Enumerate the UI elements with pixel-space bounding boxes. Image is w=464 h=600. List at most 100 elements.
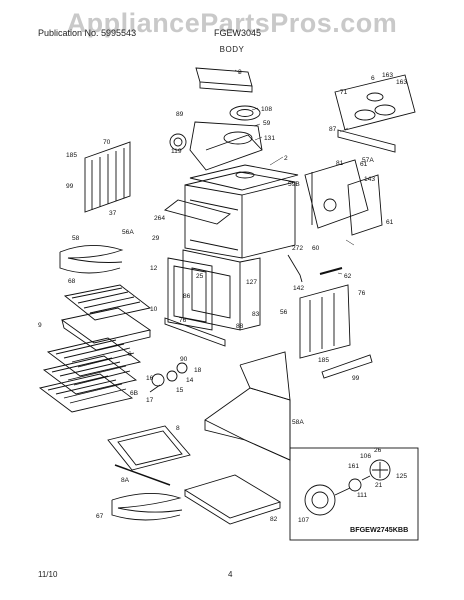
label-161: 161 [348,463,359,470]
part-labels: 3 163 6 163 71 89 108 59 131 119 70 185 … [38,69,408,534]
broil-element-58 [59,245,124,263]
part-16 [151,373,165,387]
bottom-panel-82 [183,474,282,519]
label-58: 58 [72,235,80,242]
top-panel-2 [189,164,299,191]
panel-61 [347,174,383,236]
label-131: 131 [264,135,275,142]
label-70: 70 [103,139,111,146]
sensor-62 [319,267,343,275]
label-163: 163 [382,72,393,79]
label-21: 21 [375,482,383,489]
label-142: 142 [293,285,304,292]
label-8A: 8A [121,477,130,484]
section-title: BODY [219,45,245,54]
label-26: 26 [374,447,382,454]
label-61: 61 [386,219,394,226]
label-17: 17 [146,397,154,404]
broil-pan-9 [60,307,152,344]
label-163b: 163 [396,79,407,86]
label-59B: 59B [288,181,300,188]
glass-panel-8 [107,425,191,471]
label-106: 106 [360,453,371,460]
rear-panel-60 [304,159,369,229]
rail-264 [164,199,231,225]
label-127: 127 [246,279,257,286]
duct-assembly [189,121,263,171]
label-14: 14 [186,377,194,384]
label-99: 99 [66,183,74,190]
label-90: 90 [180,356,188,363]
label-37: 37 [109,210,117,217]
bracket-87 [337,129,396,153]
bake-element-67 [111,493,183,513]
part-111 [348,478,362,492]
back-panel-71 [334,74,416,131]
label-119: 119 [171,148,182,155]
oven-rack-6c [38,373,134,413]
label-6B: 6B [130,390,139,397]
side-panel-70 [84,141,131,213]
label-61a: 61 [360,161,368,168]
diagram-code: BFGEW2745KBB [350,525,408,534]
vent-part-3 [195,67,253,87]
label-83: 83 [252,311,260,318]
label-108: 108 [261,106,272,113]
label-87: 87 [329,126,337,133]
rail-90 [164,317,226,347]
label-10: 10 [150,306,158,313]
label-88: 88 [236,323,244,330]
insulation-58A [204,387,291,461]
door-frame-25 [167,257,213,331]
panel-76 [299,284,351,359]
label-76b: 76 [179,317,187,324]
broil-pan-10 [63,284,152,321]
label-185: 185 [318,357,329,364]
label-12: 12 [150,265,158,272]
label-76: 76 [358,290,366,297]
label-99: 99 [352,375,360,382]
label-264: 264 [154,215,165,222]
label-185: 185 [66,152,77,159]
oven-body-side [241,181,296,259]
label-111: 111 [357,492,367,499]
label-60: 60 [312,245,320,252]
rail-99 [321,354,373,379]
blower-108 [229,105,261,121]
label-2: 2 [284,155,288,162]
vent-part-3-edge [199,82,253,93]
label-58A: 58A [292,419,304,426]
motor-21 [369,459,391,481]
label-62: 62 [344,273,352,280]
label-82: 82 [270,516,278,523]
label-59: 59 [263,120,271,127]
footer-date: 11/10 [38,570,58,579]
wire-142 [287,254,303,283]
label-81: 81 [336,160,344,167]
label-67: 67 [96,513,104,520]
label-56A: 56A [122,229,134,236]
publication-number: Publication No. 5995543 [38,28,137,38]
label-16: 16 [146,375,154,382]
label-57A: 57A [362,157,374,164]
oven-body-front [184,184,243,259]
label-15: 15 [176,387,184,394]
label-56: 56 [280,309,288,316]
label-86: 86 [183,293,191,300]
fan-inset-box [289,447,419,541]
label-272: 272 [292,245,303,252]
part-119 [169,133,187,151]
label-6-rack: 6 [128,351,132,358]
label-9: 9 [38,322,42,329]
label-68: 68 [68,278,76,285]
label-25: 25 [196,273,204,280]
label-125: 125 [396,473,407,480]
label-143: 143 [364,176,375,183]
label-71: 71 [340,89,348,96]
label-8: 8 [176,425,180,432]
footer-page-number: 4 [228,570,233,579]
label-3: 3 [238,69,242,76]
label-89: 89 [176,111,184,118]
